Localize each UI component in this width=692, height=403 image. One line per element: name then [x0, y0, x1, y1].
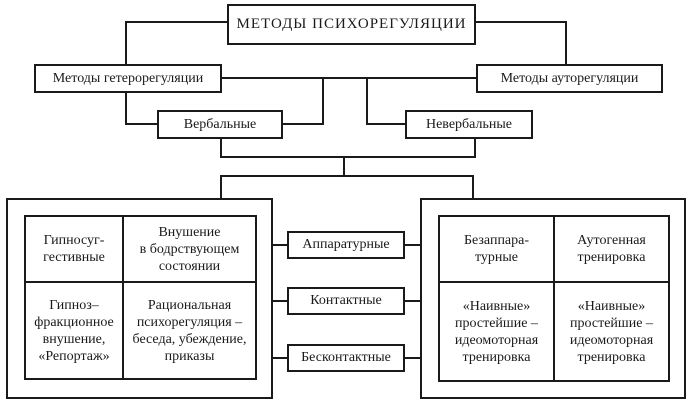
grid-cell: «Наивные» простейшие – идеомоторная трен… — [569, 298, 654, 365]
connector-line — [125, 21, 229, 23]
verbal-node: Вербальные — [157, 110, 283, 139]
connector-line — [125, 90, 127, 125]
hetero-methods-grid: Гипносуг- гестивные Внушение в бодрствую… — [24, 215, 257, 380]
connector-line — [472, 175, 474, 199]
hetero-node-label: Методы гетерорегуляции — [52, 70, 204, 86]
root-node-label: МЕТОДЫ ПСИХОРЕГУЛЯЦИИ — [236, 16, 467, 32]
connector-line — [220, 175, 474, 177]
connector-line — [219, 77, 478, 79]
connector-line — [125, 123, 159, 125]
connector-line — [271, 300, 288, 302]
connector-line — [220, 156, 476, 158]
contactless-node-label: Бесконтактные — [301, 350, 391, 365]
connector-line — [220, 175, 222, 199]
auto-node: Методы ауторегуляции — [476, 64, 663, 93]
connector-line — [474, 136, 476, 158]
connector-line — [271, 244, 288, 246]
connector-line — [322, 77, 324, 125]
apparatus-node-label: Аппаратурные — [302, 237, 390, 252]
root-node: МЕТОДЫ ПСИХОРЕГУЛЯЦИИ — [227, 4, 476, 45]
grid-cell: Аутогенная тренировка — [555, 217, 668, 283]
hetero-node: Методы гетерорегуляции — [34, 64, 222, 93]
grid-cell: Гипноз– фракционное внушение, «Репортаж» — [26, 283, 124, 378]
grid-cell: Рациональная психорегуляция – беседа, уб… — [132, 297, 247, 364]
connector-line — [404, 300, 421, 302]
connector-line — [366, 77, 368, 125]
contact-node-label: Контактные — [310, 293, 382, 308]
auto-methods-group: Безаппара- турные Аутогенная тренировка … — [420, 198, 686, 399]
connector-line — [281, 123, 324, 125]
grid-cell: «Наивные» простейшие – идеомоторная трен… — [440, 283, 555, 380]
nonverbal-node: Невербальные — [405, 110, 533, 139]
connector-line — [473, 21, 567, 23]
grid-cell: Безаппара- турные — [440, 217, 555, 283]
connector-line — [125, 21, 127, 66]
grid-cell: Гипносуг- гестивные — [26, 217, 124, 283]
auto-node-label: Методы ауторегуляции — [500, 70, 639, 86]
auto-methods-grid: Безаппара- турные Аутогенная тренировка … — [438, 215, 670, 382]
grid-cell: Внушение в бодрствующем состоянии — [124, 217, 255, 283]
connector-line — [404, 244, 421, 246]
connector-line — [404, 357, 421, 359]
nonverbal-node-label: Невербальные — [425, 116, 512, 132]
connector-line — [565, 21, 567, 66]
connector-line — [343, 156, 345, 177]
apparatus-node: Аппаратурные — [287, 231, 405, 259]
connector-line — [271, 357, 288, 359]
hetero-methods-group: Гипносуг- гестивные Внушение в бодрствую… — [6, 198, 273, 399]
contactless-node: Бесконтактные — [287, 344, 405, 372]
verbal-node-label: Вербальные — [183, 116, 257, 132]
connector-line — [366, 123, 407, 125]
contact-node: Контактные — [287, 287, 405, 315]
connector-line — [220, 136, 222, 158]
